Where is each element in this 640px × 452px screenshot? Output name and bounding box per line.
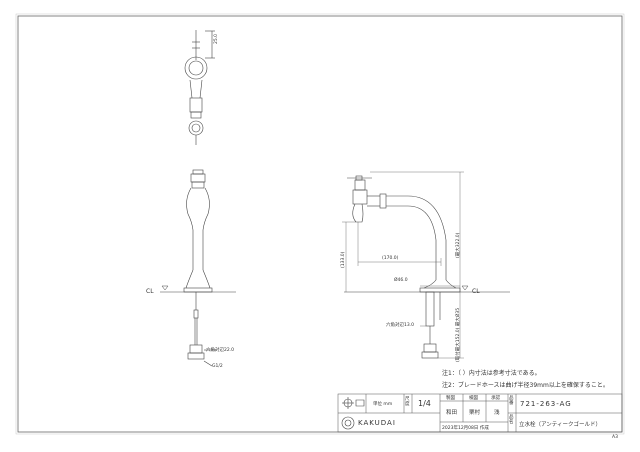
scale-value: 1/4: [418, 399, 431, 408]
side-dimensions: [342, 171, 464, 359]
checked-label: 検図: [469, 396, 478, 401]
note-2: 注2：ブレードホースは曲げ半径39mm以上を確保すること。: [442, 382, 609, 389]
unit-label: 単位 mm: [373, 402, 393, 407]
approved-name: 浅: [494, 410, 500, 416]
dim-nut-22: 六角対辺22.0: [206, 348, 235, 353]
part-name: 立水栓（アンティークゴールド）: [519, 422, 601, 428]
dim-top-25: 25.0: [214, 33, 219, 44]
outer-frame: [15, 13, 625, 435]
number-label: 品番: [509, 396, 514, 406]
dim-h-152: (取付最大152.0) 最大Ø35: [456, 307, 461, 362]
dim-w-170: (170.0): [382, 256, 399, 261]
dim-h-133: (133.0): [341, 251, 346, 268]
sheet-size: A3: [612, 435, 618, 440]
part-number: 721-263-AG: [520, 400, 572, 408]
dim-nut-13: 六角対辺13.0: [386, 323, 415, 328]
drawn-label: 製図: [446, 396, 455, 401]
cl-label-right: CL: [472, 288, 480, 295]
approved-label: 承認: [491, 396, 500, 401]
creation-date: 2023年12月08日 作成: [442, 426, 489, 431]
checked-name: 栗村: [469, 410, 481, 416]
kakudai-logo-icon: [341, 416, 355, 430]
company-logo: KAKUDAI: [358, 419, 396, 427]
dim-h-322: (最大322.0): [456, 232, 461, 258]
front-view: [183, 169, 216, 367]
centerline-left: [160, 285, 236, 293]
drawing-frame: [17, 15, 623, 433]
centerline-right: [344, 285, 510, 293]
scale-label: 尺度: [405, 397, 410, 407]
note-1: 注1：（ ）内寸法は参考寸法である。: [442, 370, 541, 377]
cl-label-left: CL: [146, 288, 154, 295]
name-label: 品名: [509, 415, 514, 425]
side-view: [347, 175, 461, 359]
drawn-name: 和田: [446, 410, 458, 416]
dim-thread-g12: G1/2: [212, 364, 223, 369]
faucet-symbol-icon: [342, 397, 365, 409]
title-block-lines: [337, 393, 623, 433]
top-view: [184, 30, 215, 145]
dim-dia-46: Ø46.0: [394, 278, 408, 283]
